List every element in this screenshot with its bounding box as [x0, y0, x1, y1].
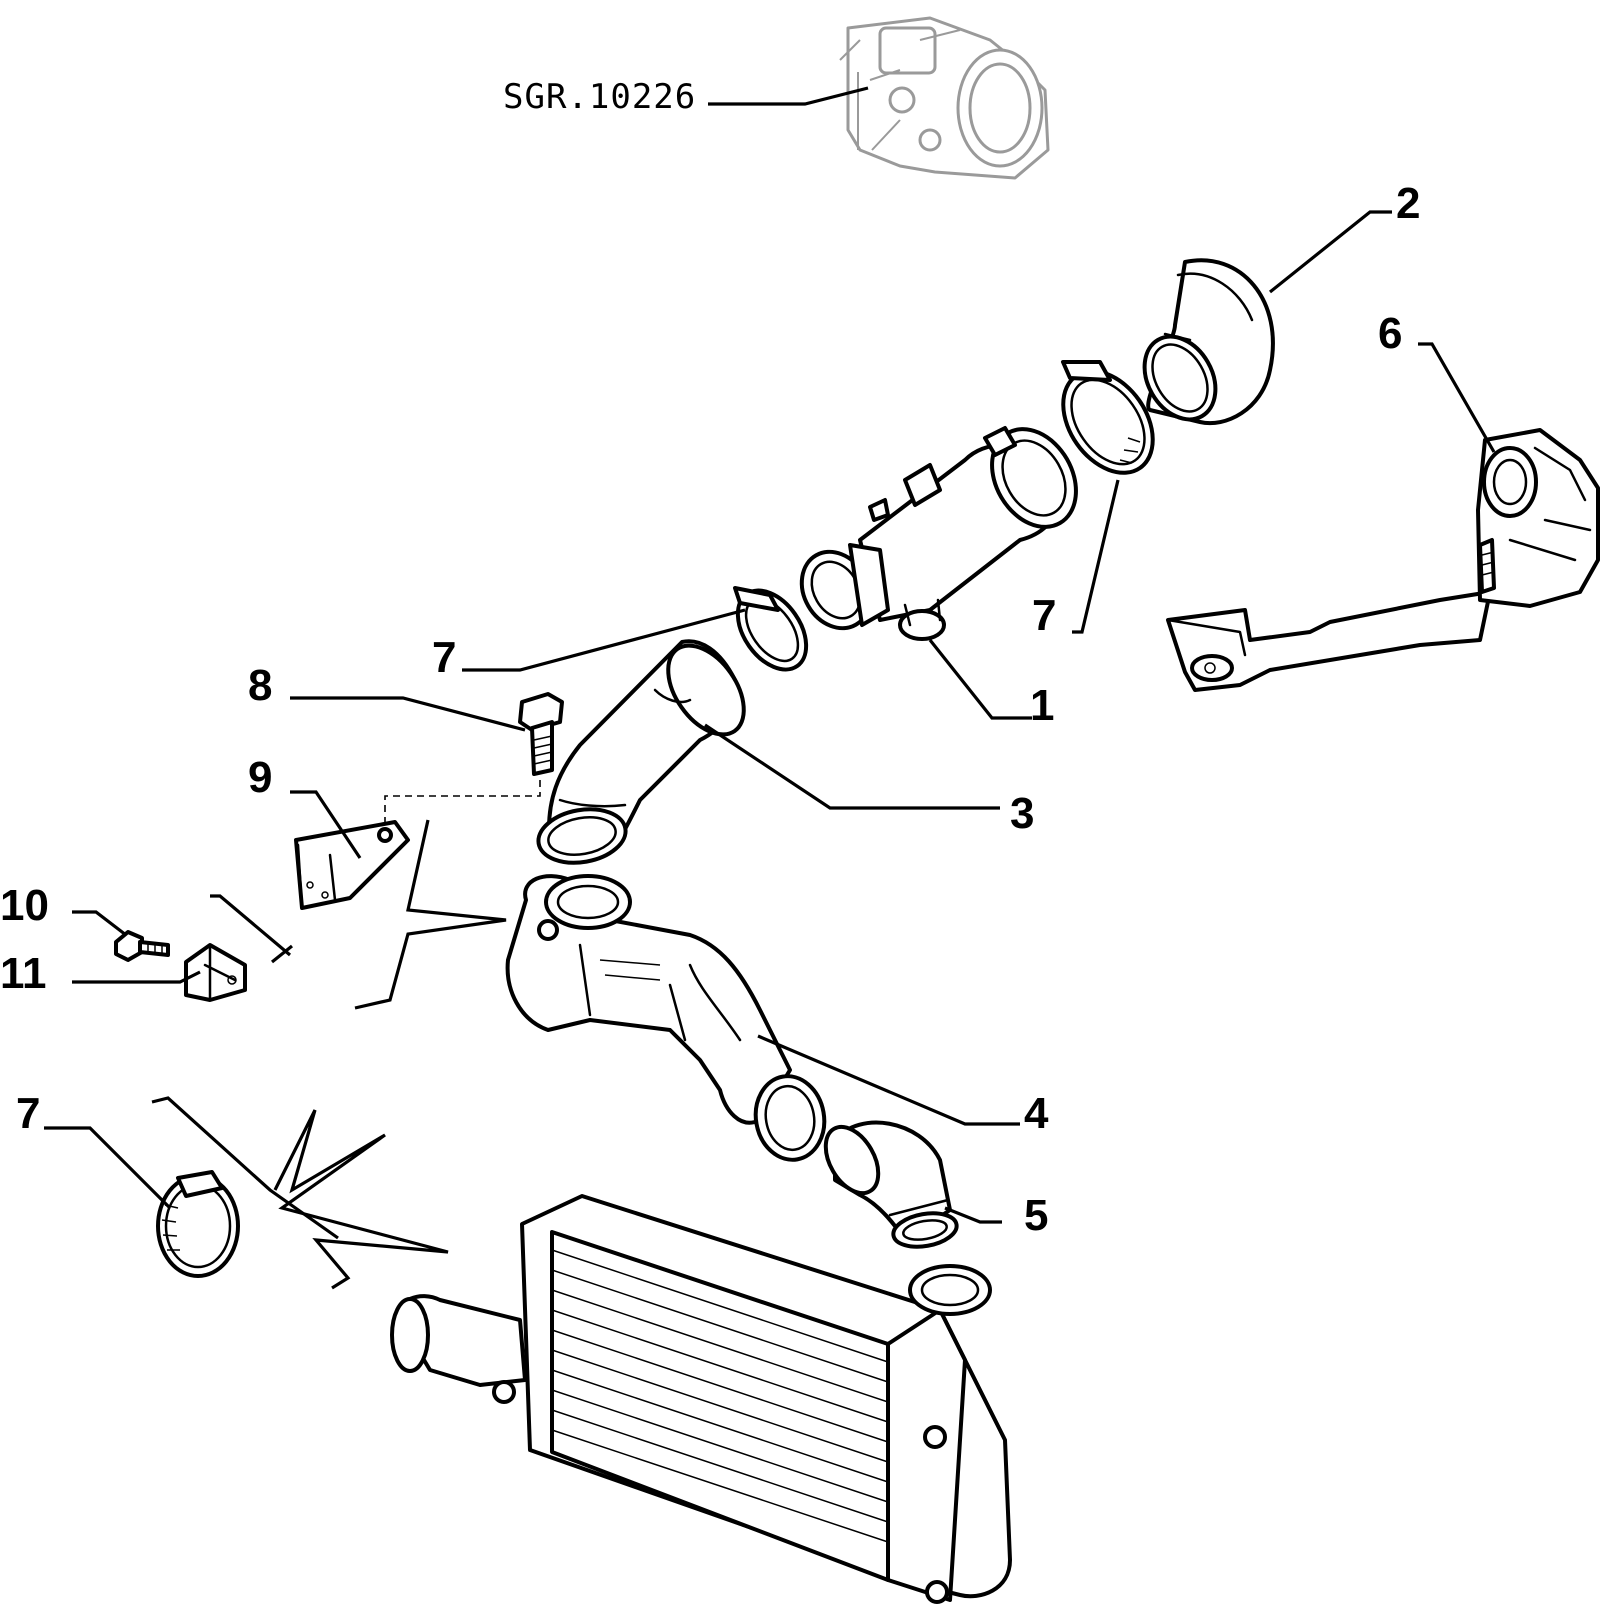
part-3-bent-hose — [536, 639, 746, 865]
callout-part-3: 3 — [1010, 789, 1034, 838]
part-7-hose-clamp-middle — [733, 586, 809, 672]
leader-part-6 — [1418, 342, 1496, 453]
callout-part-7-upper-right: 7 — [1032, 591, 1056, 640]
callout-part-2: 2 — [1396, 179, 1420, 228]
part-1-intake-pipe — [799, 426, 1078, 641]
reference-label: SGR.10226 — [503, 77, 696, 117]
callout-part-7-middle: 7 — [432, 633, 456, 682]
part-8-bolt — [518, 692, 564, 776]
leader-part-1 — [928, 639, 1032, 720]
part-5-elbow-hose — [823, 1120, 959, 1249]
part-7-hose-clamp-upper-right — [1061, 360, 1155, 475]
part-9-bracket — [294, 820, 410, 910]
callout-part-5: 5 — [1024, 1191, 1048, 1240]
leader-part-5 — [944, 1206, 1002, 1224]
leader-part-2 — [1269, 210, 1392, 294]
callout-part-7-lower-left: 7 — [16, 1089, 40, 1138]
part-7-hose-clamp-lower-left — [156, 1170, 240, 1278]
callout-part-11: 11 — [0, 949, 47, 998]
leader-part-7-middle — [462, 608, 746, 672]
leader-part-11 — [72, 970, 201, 984]
leader-part-8 — [290, 696, 526, 732]
phantom-guide-lines — [151, 819, 507, 1290]
part-10-screw — [114, 930, 170, 962]
part-4-intercooler-duct — [505, 874, 827, 1162]
callout-part-4: 4 — [1024, 1089, 1049, 1138]
callout-part-10: 10 — [0, 881, 49, 930]
part-6-pipe-holder-bracket — [1166, 428, 1600, 692]
leader-part-7-upper-right — [1072, 479, 1120, 634]
callout-part-8: 8 — [248, 661, 272, 710]
leader-part-4 — [757, 1034, 1020, 1126]
leader-part-9 — [290, 790, 362, 859]
part-11-clip-nut — [184, 943, 247, 1002]
leader-part-7-lower-left — [44, 1126, 172, 1210]
part-2-elbow-hose — [1142, 258, 1275, 426]
callout-part-9: 9 — [248, 753, 272, 802]
callout-part-1: 1 — [1030, 681, 1054, 730]
leader-part-10 — [72, 910, 127, 937]
throttle-body-illustration — [839, 16, 1050, 180]
intercooler — [390, 1194, 1012, 1604]
callout-part-6: 6 — [1378, 309, 1402, 358]
leader-part-3 — [704, 723, 1000, 810]
leader-lines — [44, 86, 1496, 1224]
leader-reference — [708, 86, 869, 106]
